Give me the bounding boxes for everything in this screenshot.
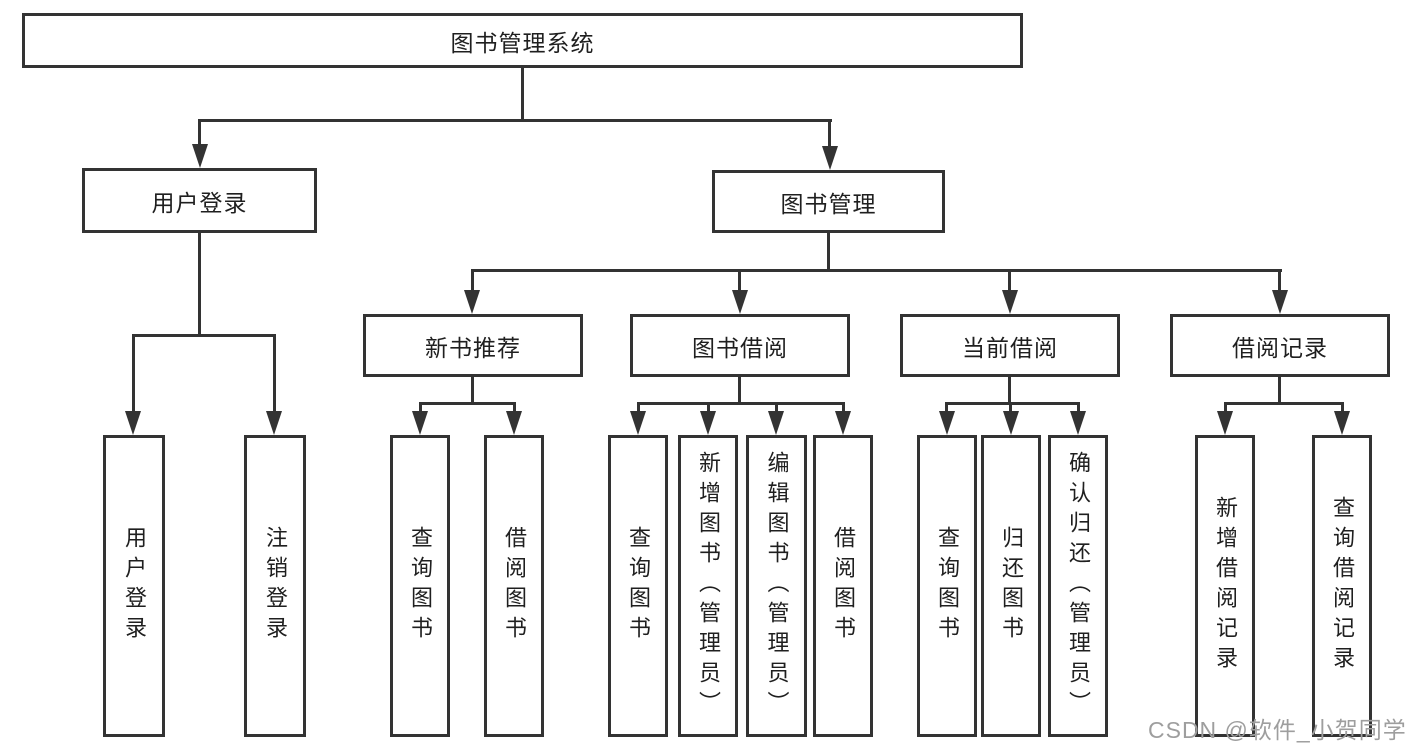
arrowhead-down-icon — [464, 290, 480, 314]
connector-line — [198, 119, 201, 149]
arrowhead-down-icon — [125, 411, 141, 435]
connector-line — [738, 377, 741, 405]
connector-line — [637, 402, 640, 415]
csdn-watermark: CSDN @软件_小贺同学 — [1148, 717, 1405, 743]
connector-line — [1008, 377, 1011, 405]
connector-line — [132, 334, 276, 337]
connector-line — [707, 402, 710, 415]
arrowhead-down-icon — [822, 146, 838, 170]
connector-line — [1224, 402, 1227, 415]
arrowhead-down-icon — [192, 144, 208, 168]
node-recommend-borrow-books: 借阅图书 — [484, 435, 544, 737]
arrowhead-down-icon — [835, 411, 851, 435]
connector-line — [827, 233, 830, 272]
connector-line — [198, 233, 201, 337]
node-recommend-query-books-label: 查询图书 — [408, 526, 433, 646]
arrowhead-down-icon — [1070, 411, 1086, 435]
node-user-login-group: 用户登录 — [82, 168, 317, 233]
connector-line — [1341, 402, 1344, 415]
arrowhead-down-icon — [1334, 411, 1350, 435]
node-records-add-record: 新增借阅记录 — [1195, 435, 1255, 737]
connector-line — [419, 402, 516, 405]
node-root: 图书管理系统 — [22, 13, 1023, 68]
node-book-management: 图书管理 — [712, 170, 945, 233]
arrowhead-down-icon — [1003, 411, 1019, 435]
node-records-add-record-label: 新增借阅记录 — [1213, 496, 1238, 676]
arrowhead-down-icon — [1002, 290, 1018, 314]
node-current-confirm-return-admin-label: 确认归还（管理员） — [1066, 451, 1091, 721]
node-records-query-record: 查询借阅记录 — [1312, 435, 1372, 737]
node-borrowing-records: 借阅记录 — [1170, 314, 1390, 377]
node-current-borrowing: 当前借阅 — [900, 314, 1120, 377]
node-book-management-label: 图书管理 — [780, 190, 877, 217]
connector-line — [828, 119, 831, 151]
arrowhead-down-icon — [939, 411, 955, 435]
connector-line — [132, 334, 135, 416]
node-borrow-edit-books-admin: 编辑图书（管理员） — [746, 435, 807, 737]
connector-line — [521, 68, 524, 121]
node-borrowing-records-label: 借阅记录 — [1232, 334, 1328, 361]
connector-line — [738, 269, 741, 295]
connector-line — [198, 119, 832, 122]
connector-line — [842, 402, 845, 415]
connector-line — [1278, 269, 1281, 295]
connector-line — [637, 402, 845, 405]
node-current-return-books: 归还图书 — [981, 435, 1041, 737]
arrowhead-down-icon — [732, 290, 748, 314]
arrowhead-down-icon — [630, 411, 646, 435]
connector-line — [513, 402, 516, 415]
node-user-login-group-label: 用户登录 — [151, 189, 248, 216]
arrowhead-down-icon — [700, 411, 716, 435]
node-recommend-borrow-books-label: 借阅图书 — [502, 526, 527, 646]
connector-line — [945, 402, 1080, 405]
node-borrow-query-books: 查询图书 — [608, 435, 668, 737]
node-borrow-query-books-label: 查询图书 — [626, 526, 651, 646]
connector-line — [775, 402, 778, 415]
node-borrow-borrow-books-label: 借阅图书 — [831, 526, 856, 646]
arrowhead-down-icon — [266, 411, 282, 435]
connector-line — [1278, 377, 1281, 405]
node-current-query-books-label: 查询图书 — [935, 526, 960, 646]
node-book-borrowing: 图书借阅 — [630, 314, 850, 377]
node-current-query-books: 查询图书 — [917, 435, 977, 737]
node-borrow-borrow-books: 借阅图书 — [813, 435, 873, 737]
node-user-logout-label: 注销登录 — [263, 526, 288, 646]
node-user-login-label: 用户登录 — [122, 526, 147, 646]
arrowhead-down-icon — [1272, 290, 1288, 314]
node-records-query-record-label: 查询借阅记录 — [1330, 496, 1355, 676]
node-recommend-query-books: 查询图书 — [390, 435, 450, 737]
node-borrow-edit-books-admin-label: 编辑图书（管理员） — [764, 451, 790, 721]
node-new-book-recommend-label: 新书推荐 — [425, 334, 521, 361]
connector-line — [471, 269, 1282, 272]
connector-line — [945, 402, 948, 415]
connector-line — [1224, 402, 1344, 405]
arrowhead-down-icon — [506, 411, 522, 435]
node-current-confirm-return-admin: 确认归还（管理员） — [1048, 435, 1108, 737]
connector-line — [471, 377, 474, 405]
node-user-login: 用户登录 — [103, 435, 165, 737]
node-book-borrowing-label: 图书借阅 — [692, 334, 788, 361]
connector-line — [1077, 402, 1080, 415]
arrowhead-down-icon — [768, 411, 784, 435]
node-current-return-books-label: 归还图书 — [999, 526, 1024, 646]
node-borrow-add-books-admin-label: 新增图书（管理员） — [696, 451, 721, 721]
connector-line — [471, 269, 474, 295]
connector-line — [419, 402, 422, 415]
node-user-logout: 注销登录 — [244, 435, 306, 737]
node-borrow-add-books-admin: 新增图书（管理员） — [678, 435, 738, 737]
node-root-label: 图书管理系统 — [450, 29, 595, 56]
node-new-book-recommend: 新书推荐 — [363, 314, 583, 377]
connector-line — [1009, 402, 1012, 415]
connector-line — [1008, 269, 1011, 295]
arrowhead-down-icon — [1217, 411, 1233, 435]
arrowhead-down-icon — [412, 411, 428, 435]
connector-line — [273, 334, 276, 416]
node-current-borrowing-label: 当前借阅 — [962, 334, 1058, 361]
